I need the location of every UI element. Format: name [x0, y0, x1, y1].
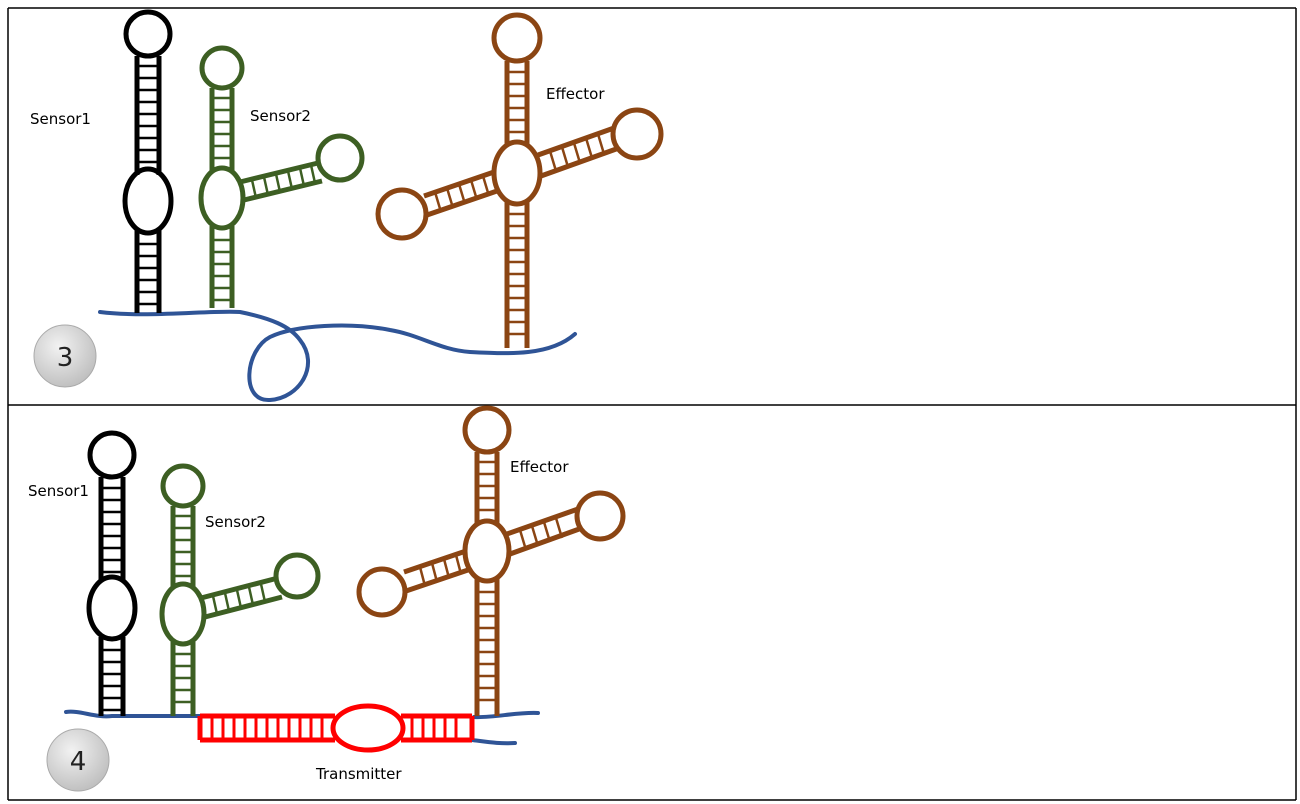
- sensor2-hairpin: [198, 45, 365, 308]
- transmitter-label: Transmitter: [315, 765, 402, 783]
- effector-structure: [375, 12, 664, 348]
- step-badge-3: 3: [33, 324, 97, 388]
- effector-label: Effector: [546, 85, 605, 103]
- sensor1-label: Sensor1: [28, 482, 89, 500]
- step-number-3: 3: [57, 343, 74, 373]
- step-number-4: 4: [70, 747, 87, 777]
- sensor1-hairpin: [122, 9, 174, 313]
- sensor2-label: Sensor2: [250, 107, 311, 125]
- effector-label: Effector: [510, 458, 569, 476]
- effector-structure: [356, 405, 626, 716]
- sensor2-hairpin: [159, 463, 321, 716]
- sensor2-label: Sensor2: [205, 513, 266, 531]
- panel-4: Sensor1 Sensor2 Effector Transmitter 4: [28, 405, 626, 792]
- panel-3: Sensor1 Sensor2 Effector 3: [30, 9, 664, 403]
- rna-backbone-right-top: [472, 710, 540, 720]
- sensor1-hairpin: [86, 430, 138, 716]
- transmitter-duplex: [197, 703, 475, 753]
- rna-backbone-right-bottom: [470, 738, 517, 746]
- table-border: [7, 7, 1297, 801]
- rna-backbone: [98, 309, 577, 403]
- sensor1-label: Sensor1: [30, 110, 91, 128]
- rna-backbone-left: [64, 709, 202, 719]
- step-badge-4: 4: [46, 728, 110, 792]
